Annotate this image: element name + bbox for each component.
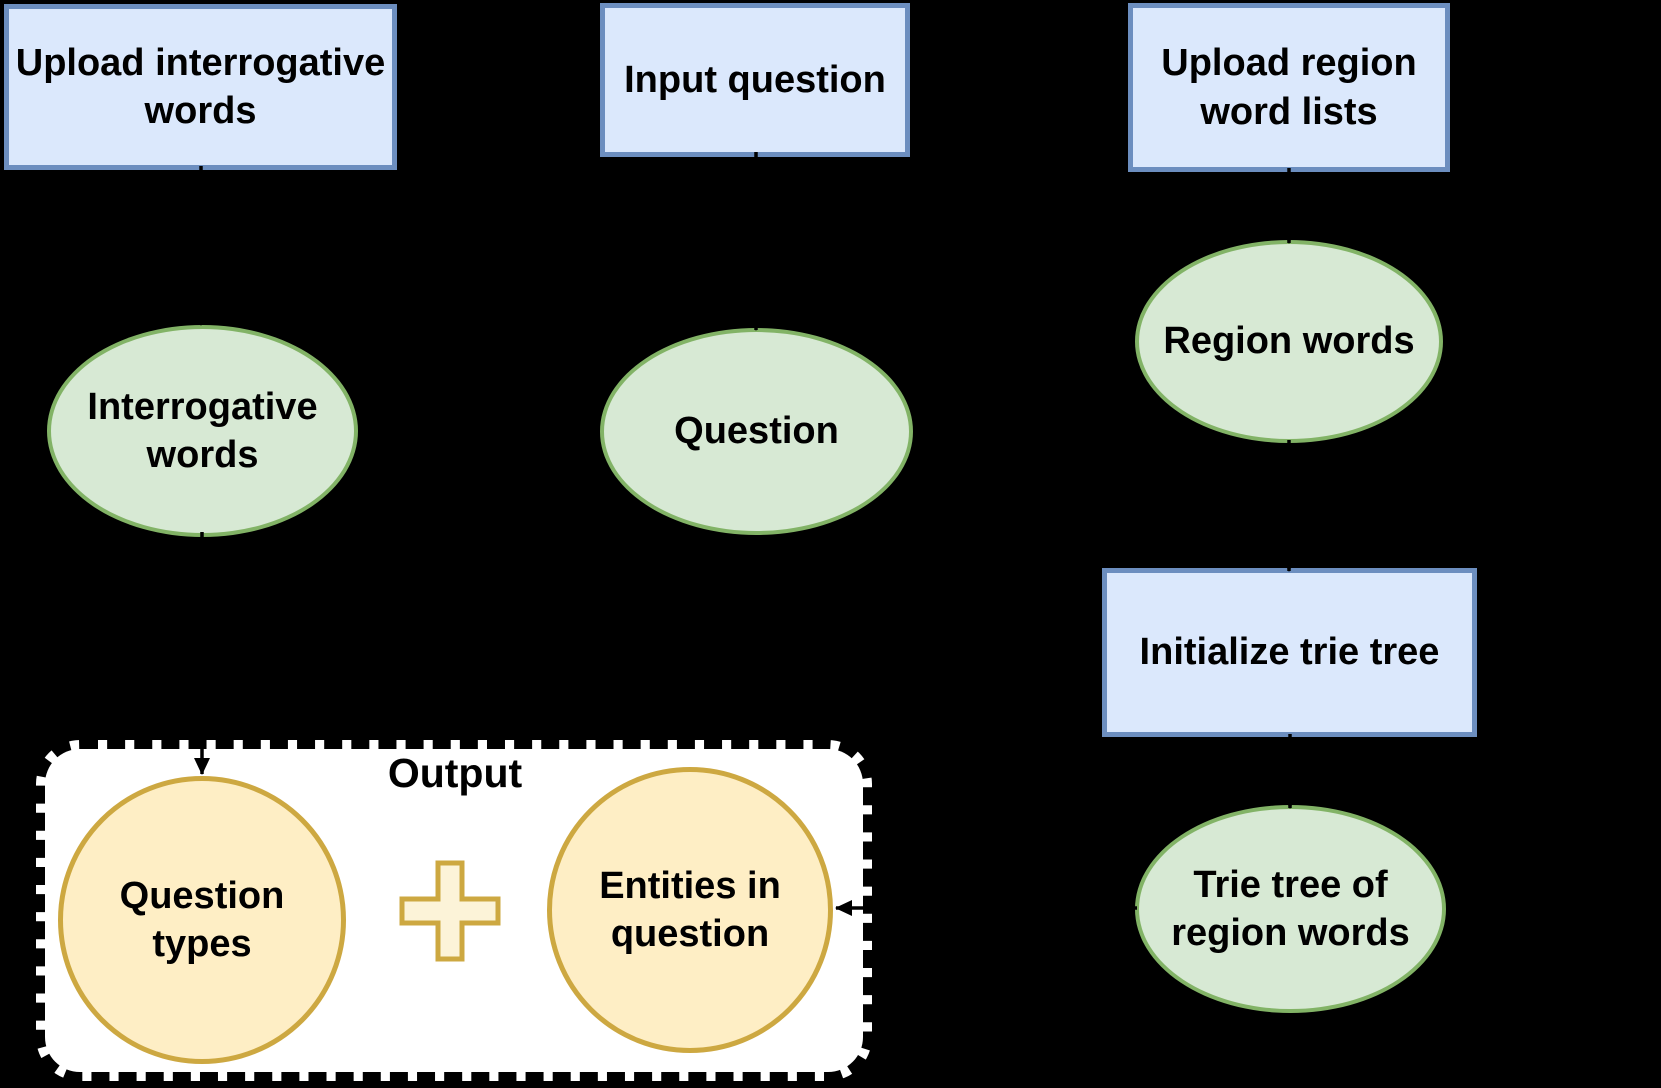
ellipse-interrogative-words: Interrogative words xyxy=(47,325,358,537)
process-box-input-question: Input question xyxy=(600,3,910,157)
ellipse-trie-tree-of-region-words: Trie tree of region words xyxy=(1135,805,1446,1013)
output-group-title: Output xyxy=(387,750,523,796)
circle-question-types: Question types xyxy=(58,776,346,1064)
process-box-upload-region-word-lists: Upload region word lists xyxy=(1128,3,1450,172)
ellipse-question: Question xyxy=(600,328,913,535)
process-box-upload-interrogative-words: Upload interrogative words xyxy=(4,4,397,170)
ellipse-region-words: Region words xyxy=(1135,240,1443,443)
circle-entities-in-question: Entities in question xyxy=(547,767,833,1053)
process-box-initialize-trie-tree: Initialize trie tree xyxy=(1102,568,1477,737)
